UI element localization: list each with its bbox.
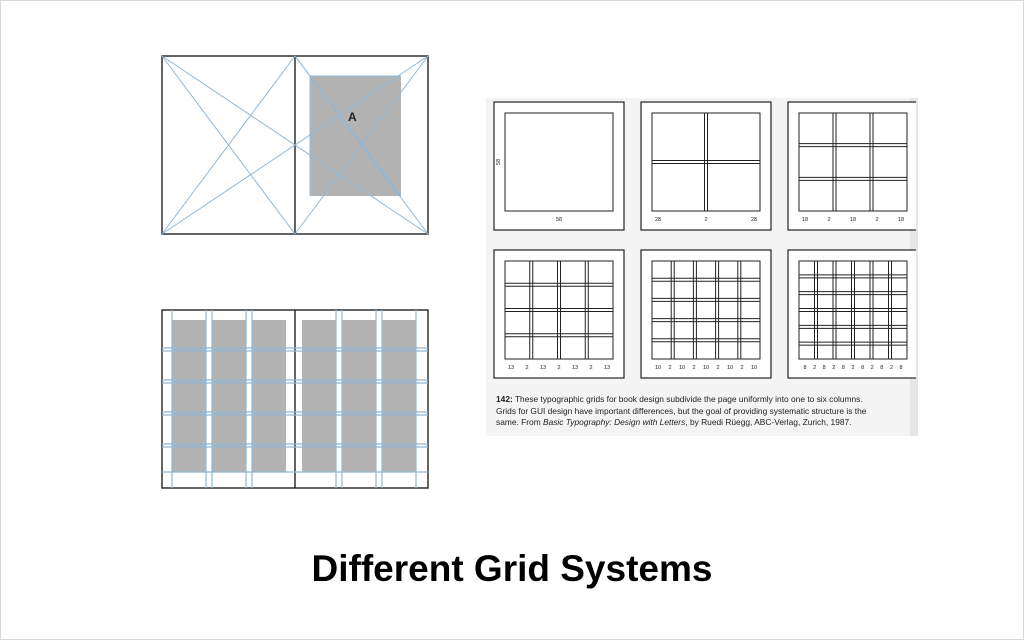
figure-caption: 142: These typographic grids for book de… (496, 394, 916, 429)
grid-panel-6-inner (798, 260, 908, 360)
caption-line3a: same. From (496, 417, 543, 427)
grid-panel-4-dimension-label: 2 (525, 365, 528, 371)
grid-panel-3-dimension-label: 2 (875, 217, 878, 223)
grid-panel-2-outer (640, 101, 772, 231)
grid-panel-4-outer (493, 249, 625, 379)
grid-panel-1-dimension-label: 58 (556, 217, 562, 223)
caption-line1: These typographic grids for book design … (512, 394, 863, 404)
grid-panel-6-dimension-label: 2 (871, 365, 874, 371)
caption-line3b: , by Ruedi Rüegg, ABC-Verlag, Zurich, 19… (685, 417, 852, 427)
grid-panel-1-inner (504, 112, 614, 212)
grid-panel-6-dimension-label: 8 (842, 365, 845, 371)
canon-diagram: A (161, 55, 429, 235)
grid-panel-4-dimension-label: 13 (508, 365, 514, 371)
grid-panel-5-outer (640, 249, 772, 379)
six-column-grid-diagram (161, 309, 429, 489)
grid-panel-5-dimension-label: 2 (740, 365, 743, 371)
grid-panel-5-dimension-label: 2 (668, 365, 671, 371)
grid-panel-5-inner (651, 260, 761, 360)
grid-panel-2-inner (651, 112, 761, 212)
grid-panel-3-inner (798, 112, 908, 212)
grid-panel-5-dimension-label: 10 (679, 365, 685, 371)
grid-panel-6-dimension-label: 8 (861, 365, 864, 371)
grid-panel-4-inner (504, 260, 614, 360)
grid-panel-4-dimension-label: 13 (540, 365, 546, 371)
grid-panel-6-dimension-label: 8 (899, 365, 902, 371)
grid-panel-5-dimension-label: 10 (727, 365, 733, 371)
caption-book-title: Basic Typography: Design with Letters (543, 417, 686, 427)
grid-panel-2-dimension-label: 28 (751, 217, 757, 223)
grid-panel-3-outer (787, 101, 916, 231)
grid-panel-3-dimension-label: 2 (827, 217, 830, 223)
grid-panel-3-dimension-label: 18 (898, 217, 904, 223)
grid-panel-4-dimension-label: 13 (572, 365, 578, 371)
caption-line2: Grids for GUI design have important diff… (496, 405, 867, 416)
grid-panel-5-dimension-label: 10 (703, 365, 709, 371)
grid-panel-6-dimension-label: 2 (832, 365, 835, 371)
slide-title: Different Grid Systems (311, 548, 713, 589)
grid-panel-6-dimension-label: 2 (890, 365, 893, 371)
caption-number: 142: (496, 394, 513, 404)
grid-panel-4-dimension-label: 2 (589, 365, 592, 371)
grid-panel-3-dimension-label: 18 (850, 217, 856, 223)
grid-panel-2-dimension-label: 28 (655, 217, 661, 223)
grid-panel-6-dimension-label: 2 (813, 365, 816, 371)
grid-panel-1-side-label: 58 (496, 159, 502, 165)
grid-panel-5-dimension-label: 2 (716, 365, 719, 371)
grid-panel-5-dimension-label: 10 (655, 365, 661, 371)
grid-panel-4-dimension-label: 2 (557, 365, 560, 371)
canon-label: A (348, 110, 357, 124)
grid-panel-5-dimension-label: 10 (751, 365, 757, 371)
grid-panel-6-dimension-label: 8 (880, 365, 883, 371)
grid-panel-1-outer (493, 101, 625, 231)
grid-panel-6-dimension-label: 2 (851, 365, 854, 371)
grid-panel-2-dimension-label: 2 (704, 217, 707, 223)
grid-panel-6-dimension-label: 8 (823, 365, 826, 371)
grid-panel-3-dimension-label: 18 (802, 217, 808, 223)
grid-panel-5-dimension-label: 2 (692, 365, 695, 371)
grid-panel-6-dimension-label: 8 (803, 365, 806, 371)
grid-panel-4-dimension-label: 13 (604, 365, 610, 371)
